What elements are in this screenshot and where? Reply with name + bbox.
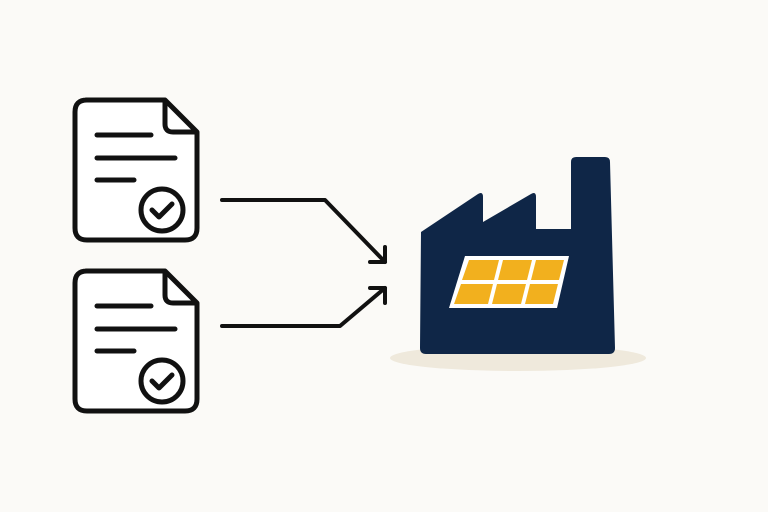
factory-icon (420, 157, 615, 354)
solar-panel-icon (449, 256, 569, 308)
document-check-icon-top (75, 100, 197, 240)
arrow-icon-bottom (220, 286, 387, 328)
document-check-icon-bottom (75, 271, 197, 411)
arrow-icon-top (220, 198, 387, 264)
